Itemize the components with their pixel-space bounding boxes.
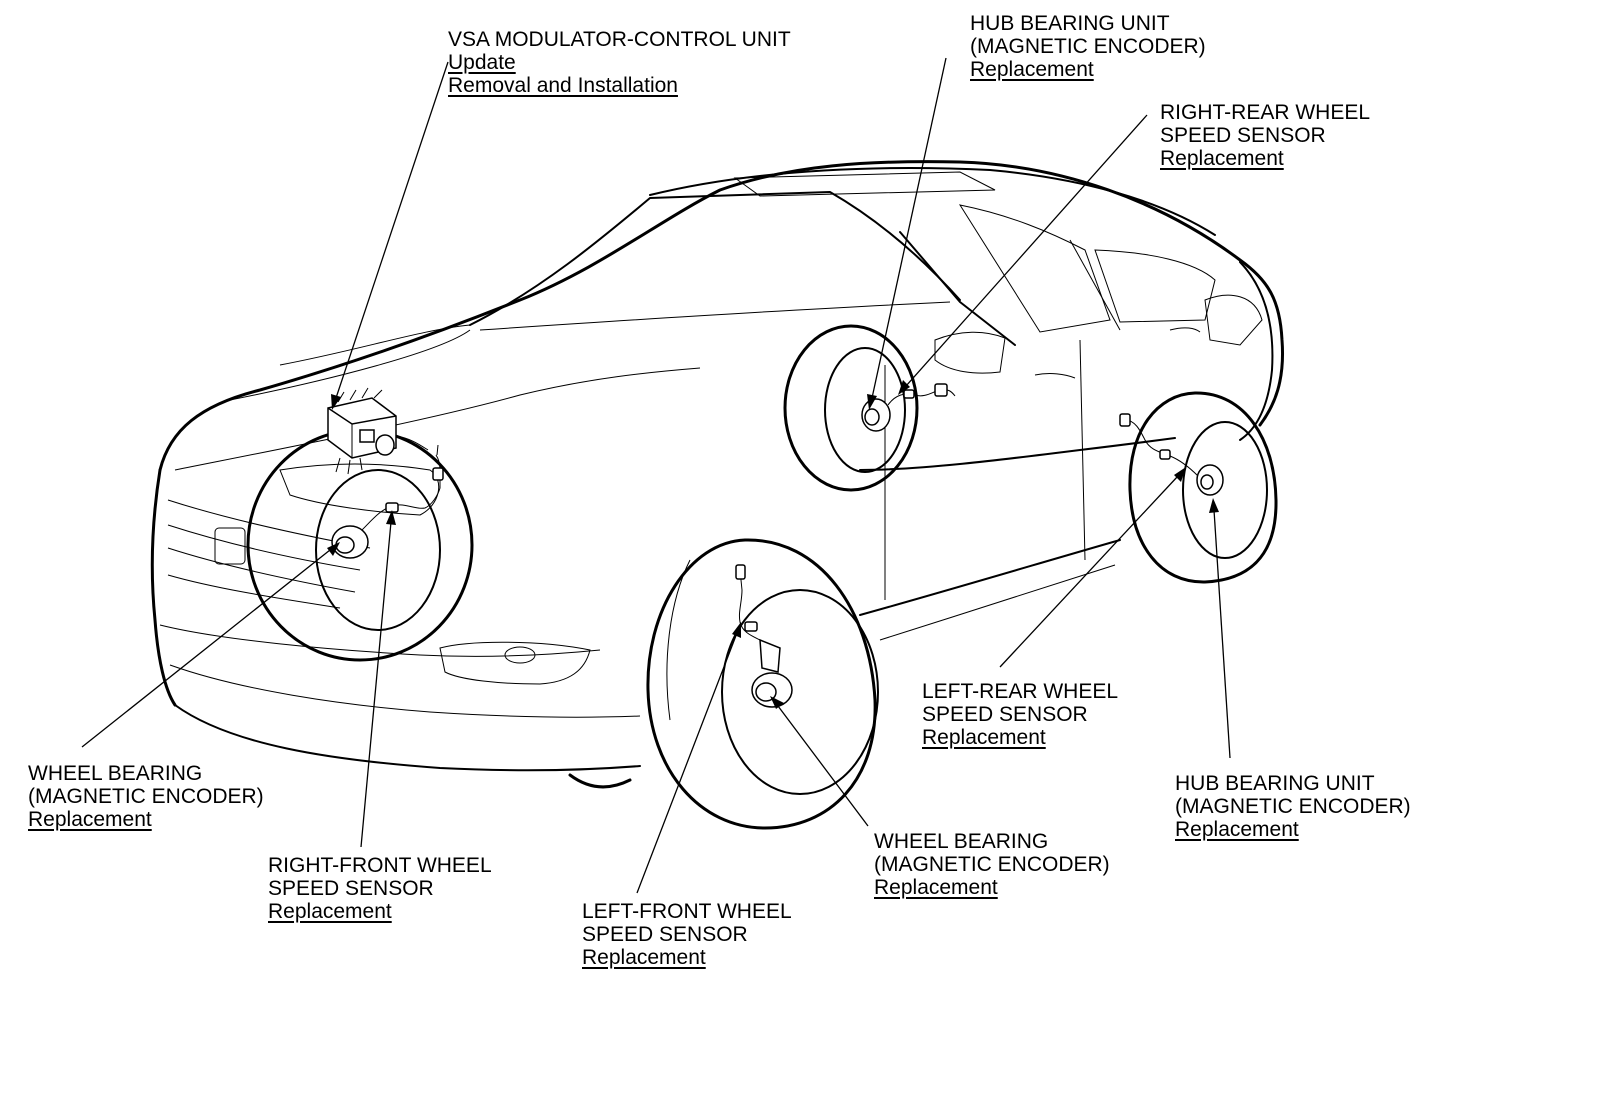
callout-title: VSA MODULATOR-CONTROL UNIT — [448, 28, 791, 51]
callout-subtitle: SPEED SENSOR — [922, 703, 1088, 726]
replacement-link[interactable]: Replacement — [28, 808, 152, 831]
right-rear-wheel — [783, 324, 919, 492]
right-rear-sensor-assembly — [861, 383, 956, 432]
replacement-link[interactable]: Replacement — [1160, 147, 1284, 170]
removal-installation-link[interactable]: Removal and Installation — [448, 74, 678, 97]
left-front-sensor-assembly — [735, 564, 793, 708]
callout-subtitle: SPEED SENSOR — [268, 877, 434, 900]
replacement-link[interactable]: Replacement — [970, 58, 1094, 81]
replacement-link[interactable]: Replacement — [1175, 818, 1299, 841]
callout-title: RIGHT-REAR WHEEL — [1160, 101, 1371, 124]
replacement-link[interactable]: Replacement — [582, 946, 706, 969]
callout-subtitle: (MAGNETIC ENCODER) — [1175, 795, 1411, 818]
callout-hub-bearing-left-rear: HUB BEARING UNIT (MAGNETIC ENCODER) Repl… — [1175, 772, 1411, 841]
callout-left-front-speed-sensor: LEFT-FRONT WHEEL SPEED SENSOR Replacemen… — [582, 900, 792, 969]
callout-title: LEFT-REAR WHEEL — [922, 680, 1119, 703]
callout-title: RIGHT-FRONT WHEEL — [268, 854, 492, 877]
replacement-link[interactable]: Replacement — [922, 726, 1046, 749]
callout-title: WHEEL BEARING — [28, 762, 203, 785]
callout-title: HUB BEARING UNIT — [970, 12, 1170, 35]
callout-left-rear-speed-sensor: LEFT-REAR WHEEL SPEED SENSOR Replacement — [922, 680, 1118, 749]
callout-subtitle: (MAGNETIC ENCODER) — [874, 853, 1110, 876]
callout-wheel-bearing-left-front: WHEEL BEARING (MAGNETIC ENCODER) Replace… — [874, 830, 1110, 899]
vsa-modulator-unit — [327, 387, 429, 475]
replacement-link[interactable]: Replacement — [268, 900, 392, 923]
callout-hub-bearing-right-rear: HUB BEARING UNIT (MAGNETIC ENCODER) Repl… — [970, 12, 1206, 81]
callout-right-rear-speed-sensor: RIGHT-REAR WHEEL SPEED SENSOR Replacemen… — [1160, 101, 1370, 170]
callout-vsa-modulator: VSA MODULATOR-CONTROL UNIT Update Remova… — [448, 28, 791, 97]
callout-wheel-bearing-right-front: WHEEL BEARING (MAGNETIC ENCODER) Replace… — [28, 762, 264, 831]
replacement-link[interactable]: Replacement — [874, 876, 998, 899]
callout-right-front-speed-sensor: RIGHT-FRONT WHEEL SPEED SENSOR Replaceme… — [268, 854, 492, 923]
left-rear-sensor-assembly — [1119, 413, 1224, 496]
update-link[interactable]: Update — [448, 51, 516, 74]
callout-subtitle: SPEED SENSOR — [1160, 124, 1326, 147]
left-rear-wheel — [1128, 391, 1278, 584]
callout-subtitle: (MAGNETIC ENCODER) — [28, 785, 264, 808]
callout-subtitle: SPEED SENSOR — [582, 923, 748, 946]
leader-lines — [81, 57, 1231, 894]
callout-title: HUB BEARING UNIT — [1175, 772, 1375, 795]
callout-title: LEFT-FRONT WHEEL — [582, 900, 792, 923]
callout-subtitle: (MAGNETIC ENCODER) — [970, 35, 1206, 58]
callout-title: WHEEL BEARING — [874, 830, 1049, 853]
left-front-wheel — [646, 538, 879, 830]
vehicle-body — [150, 160, 1285, 789]
